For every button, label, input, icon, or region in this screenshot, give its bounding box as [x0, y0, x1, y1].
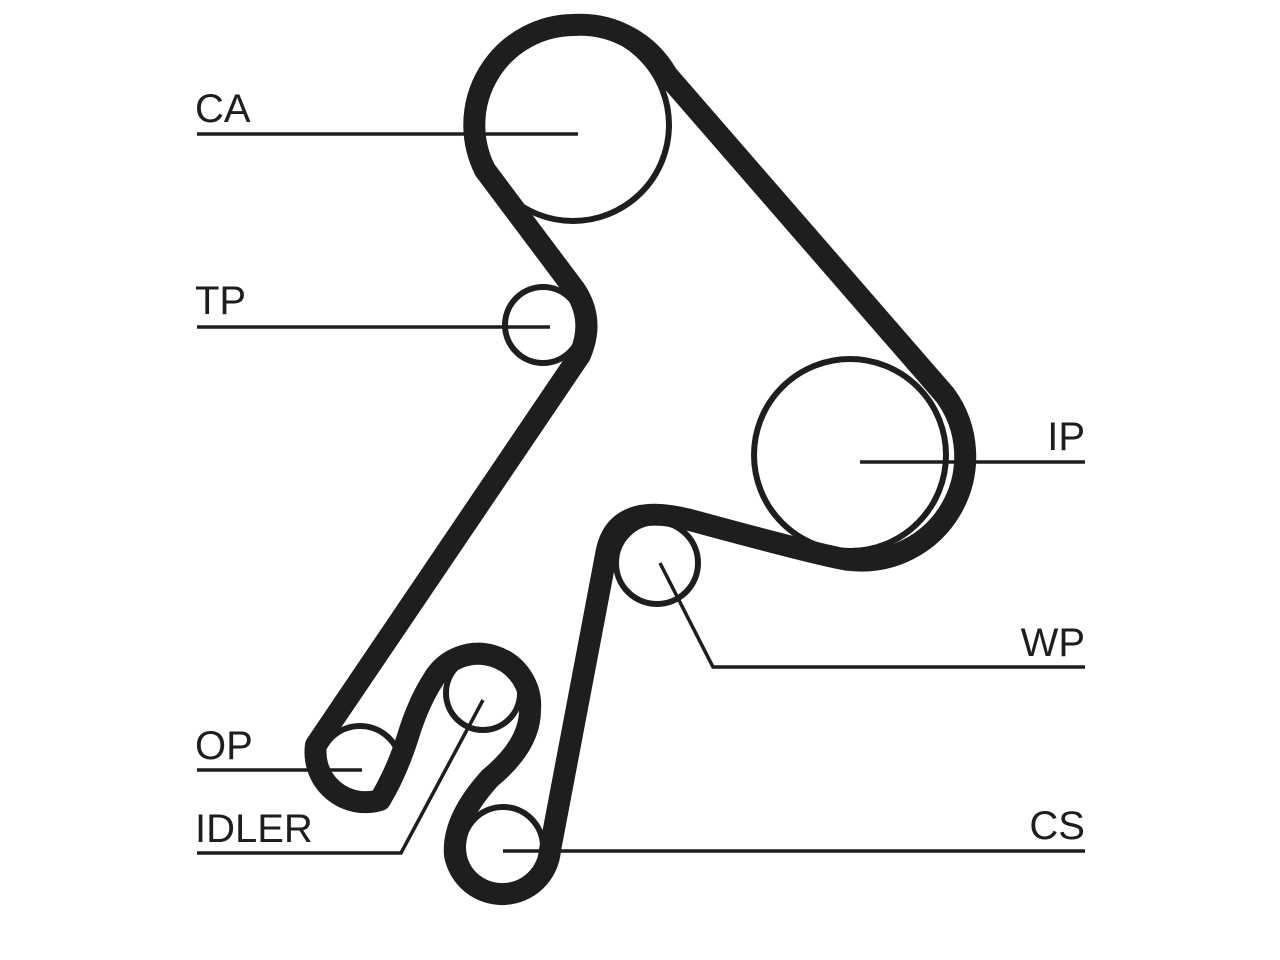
- ca-label: CA: [195, 87, 251, 131]
- timing-belt: [304, 13, 977, 906]
- idler-leader-line: [197, 699, 485, 855]
- wp-label: WP: [1021, 621, 1085, 665]
- water-pump-pulley: [613, 519, 701, 607]
- ip-label: IP: [1047, 415, 1085, 459]
- wp-leader-line: [658, 562, 1085, 669]
- idler-label: IDLER: [195, 807, 313, 851]
- injection-pump-pulley: [751, 356, 949, 554]
- tp-label: TP: [195, 279, 246, 323]
- cs-label: CS: [1029, 804, 1085, 848]
- op-label: OP: [195, 724, 253, 768]
